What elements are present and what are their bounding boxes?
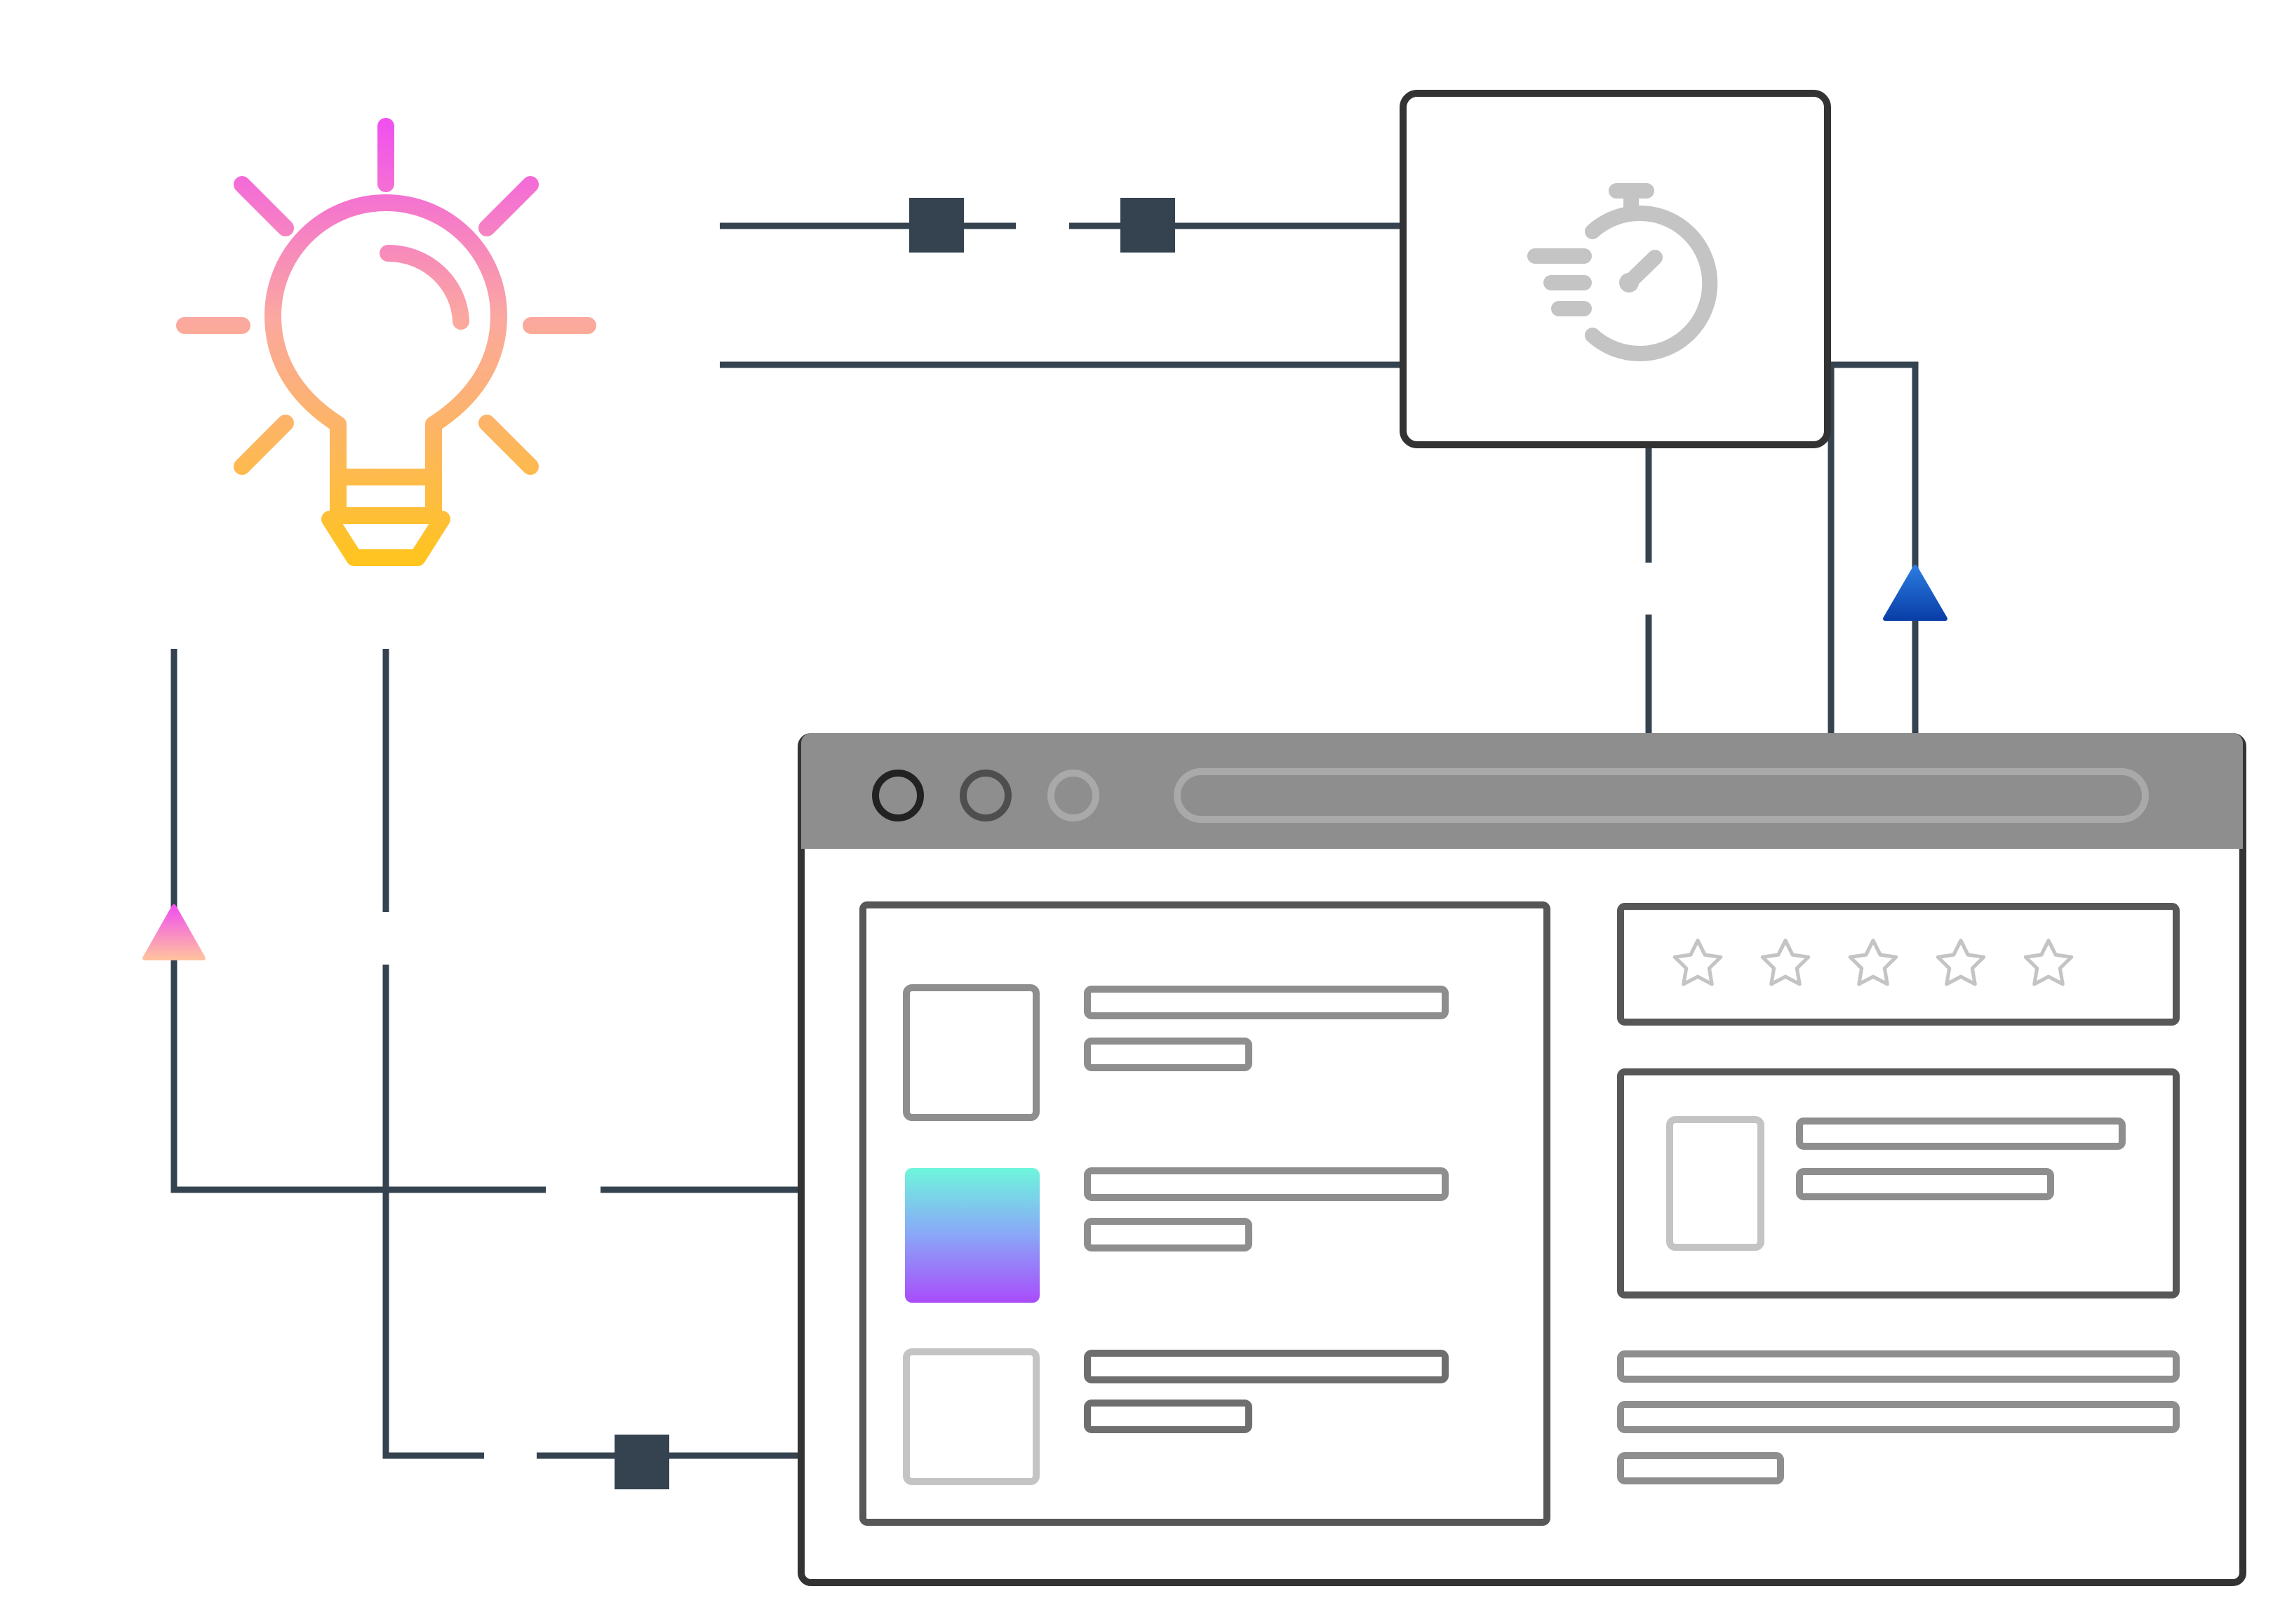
detail-card: [1617, 1068, 2180, 1298]
list-item-thumbnail: [903, 1348, 1040, 1485]
connector-marker-top-left: [909, 198, 964, 253]
bulb-base-tip: [321, 511, 450, 566]
arrow-up-blue: [1883, 565, 1947, 621]
arrow-up-pink: [142, 904, 206, 960]
text-line-2: [1617, 1401, 2180, 1433]
connector-markers: [615, 198, 1175, 1489]
text-line-1: [1617, 1350, 2180, 1383]
ray-top-right: [478, 176, 539, 236]
address-bar[interactable]: [1174, 768, 2149, 823]
bulb-glass: [264, 194, 507, 524]
list-item-thumbnail: [903, 984, 1040, 1121]
ray-bottom-right: [478, 415, 539, 475]
list-item-title-placeholder: [1084, 1167, 1449, 1201]
connector-bulb-left-branch: [170, 649, 546, 1193]
connector-marker-bottom: [615, 1435, 669, 1489]
stopwatch-dial: [1585, 206, 1718, 361]
stopwatch-pivot: [1619, 273, 1639, 293]
list-item-title-placeholder: [1084, 986, 1449, 1019]
stopwatch-icon: [1527, 183, 1718, 361]
list-item-2[interactable]: [905, 1167, 1449, 1303]
ray-top-left: [234, 176, 294, 236]
timer-box-frame: [1400, 90, 1831, 448]
list-item-subtitle-placeholder: [1084, 1038, 1252, 1071]
list-panel: [859, 901, 1550, 1526]
detail-card-title-placeholder: [1796, 1118, 2126, 1150]
list-item-3[interactable]: [903, 1348, 1449, 1485]
lightbulb-icon: [176, 118, 596, 566]
detail-card-subtitle-placeholder: [1796, 1168, 2054, 1200]
close-dot[interactable]: [872, 770, 924, 821]
window-titlebar: [801, 733, 2243, 849]
connector-window-to-timer: [1828, 361, 1919, 733]
browser-window: [798, 733, 2246, 1586]
speed-timer-box: [1400, 90, 1831, 448]
list-item-thumbnail-gradient: [905, 1168, 1040, 1303]
rating-panel: [1617, 903, 2180, 1026]
text-line-3: [1617, 1452, 1784, 1484]
maximize-dot[interactable]: [1047, 770, 1099, 821]
list-item-subtitle-placeholder: [1084, 1218, 1252, 1251]
ray-bottom-left: [234, 415, 294, 475]
list-item-1[interactable]: [903, 984, 1449, 1121]
list-item-subtitle-placeholder: [1084, 1400, 1252, 1433]
connector-marker-top-right: [1120, 198, 1175, 253]
window-frame: [798, 733, 2246, 1586]
detail-card-image: [1666, 1116, 1764, 1251]
minimize-dot[interactable]: [960, 770, 1012, 821]
connector-bulb-center-b: [382, 965, 484, 1459]
bulb-highlight: [380, 245, 469, 330]
list-item-title-placeholder: [1084, 1350, 1449, 1383]
